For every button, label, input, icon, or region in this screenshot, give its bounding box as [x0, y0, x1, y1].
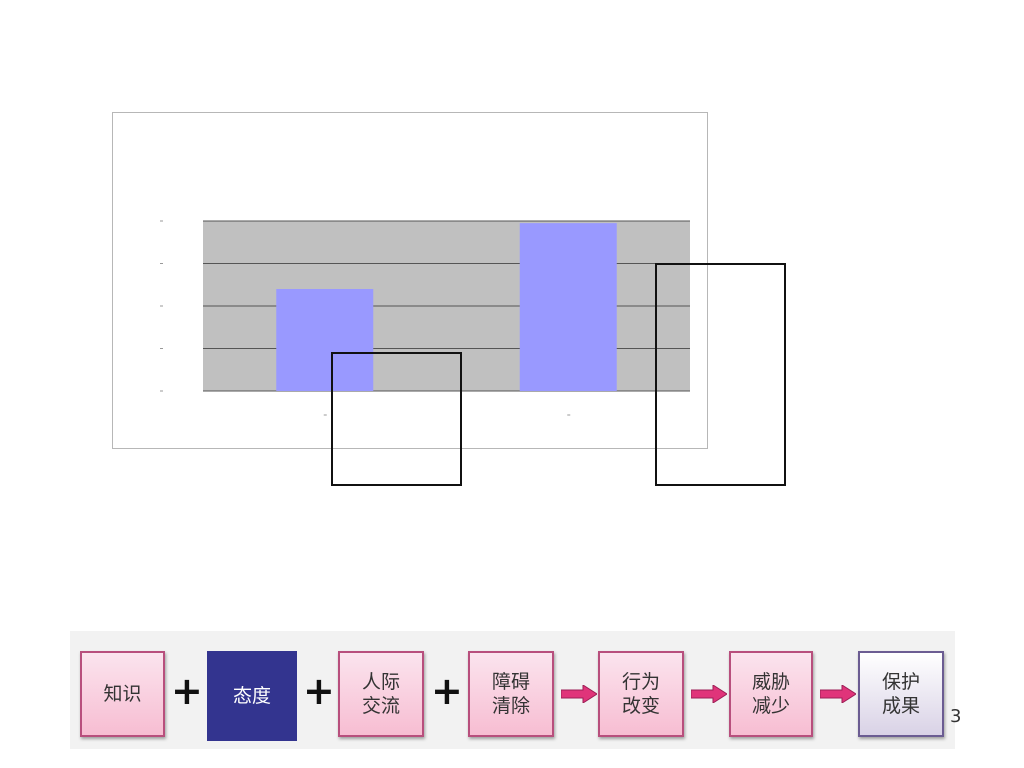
arrow-right-icon — [820, 685, 856, 703]
flow-strip: 知识 + 态度 + 人际 交流 + 障碍 清除 行为 改变 威胁 减少 保护 成… — [70, 631, 955, 749]
flow-item-barrier-removal: 障碍 清除 — [468, 651, 554, 737]
flow-item-interpersonal: 人际 交流 — [338, 651, 424, 737]
plus-icon: + — [431, 669, 463, 713]
arrow-right-icon — [691, 685, 727, 703]
plus-icon: + — [171, 669, 203, 713]
flow-item-knowledge: 知识 — [80, 651, 165, 737]
page-number: 3 — [950, 706, 962, 727]
flow-item-behavior-change: 行为 改变 — [598, 651, 684, 737]
outline-box-right — [655, 263, 786, 486]
plus-icon: + — [303, 669, 335, 713]
chart-frame — [112, 112, 708, 449]
bar — [519, 223, 617, 391]
arrow-right-icon — [561, 685, 597, 703]
flow-item-threat-reduction: 威胁 减少 — [729, 651, 813, 737]
flow-item-protection-results: 保护 成果 — [858, 651, 944, 737]
flow-item-attitude: 态度 — [207, 651, 297, 741]
bar — [276, 289, 374, 391]
outline-box-left — [331, 352, 462, 486]
bar-chart — [160, 220, 690, 416]
